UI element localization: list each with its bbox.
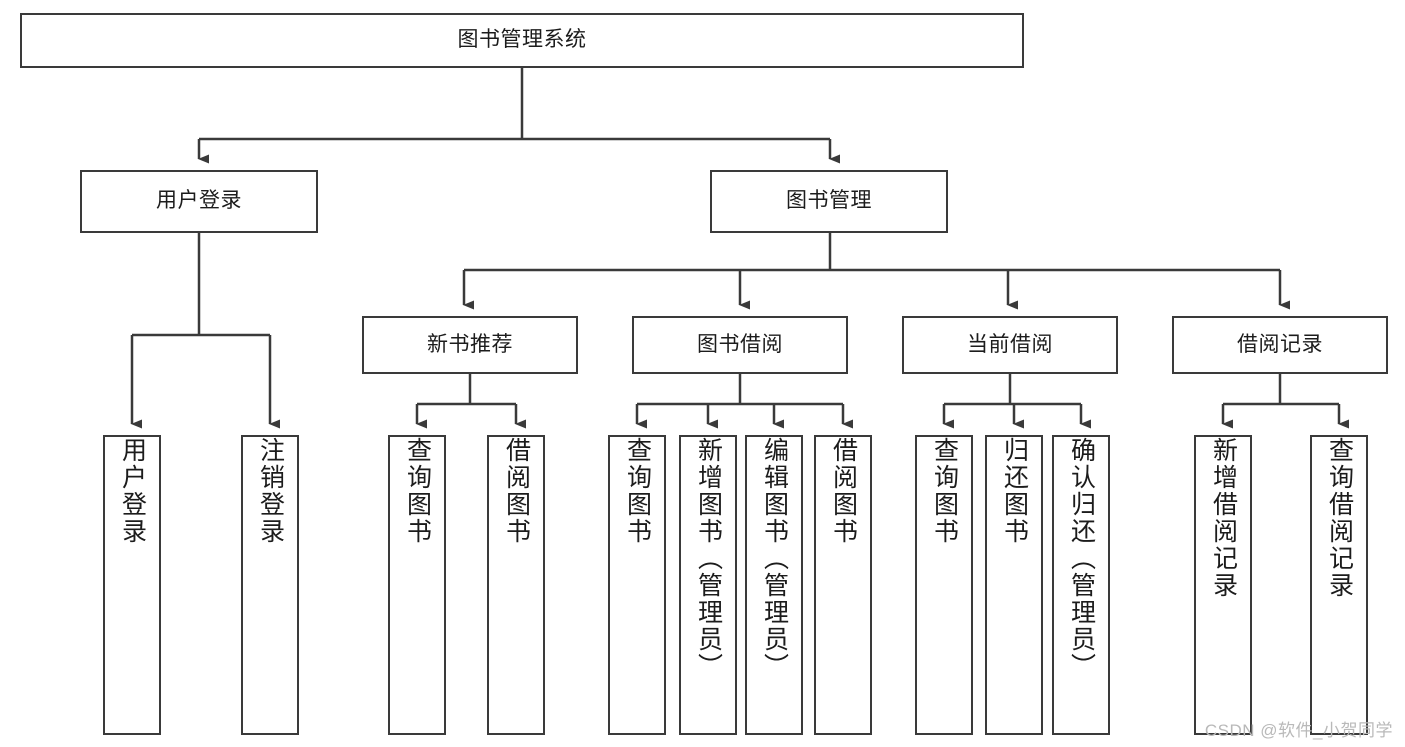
node-leaf-query-borrow-record-label: 查询借阅记录 xyxy=(1325,437,1354,599)
node-book-borrow-label: 图书借阅 xyxy=(697,332,783,356)
node-leaf-query-book-recommend[interactable]: 查询图书 xyxy=(388,435,446,735)
node-leaf-confirm-return[interactable]: 确认归还（管理员） xyxy=(1052,435,1110,735)
node-leaf-add-book[interactable]: 新增图书（管理员） xyxy=(679,435,737,735)
node-book-management-label: 图书管理 xyxy=(786,189,872,213)
node-current-borrow[interactable]: 当前借阅 xyxy=(902,316,1118,374)
node-leaf-logout-login-label: 注销登录 xyxy=(256,437,285,545)
node-leaf-return-book-label: 归还图书 xyxy=(1000,437,1029,545)
node-borrow-record-label: 借阅记录 xyxy=(1237,332,1323,356)
node-leaf-return-book[interactable]: 归还图书 xyxy=(985,435,1043,735)
edges-from-borrow-record xyxy=(1221,374,1349,429)
node-user-login[interactable]: 用户登录 xyxy=(80,170,318,233)
node-book-management[interactable]: 图书管理 xyxy=(710,170,948,233)
node-leaf-query-book-borrow-label: 查询图书 xyxy=(623,437,652,545)
node-root[interactable]: 图书管理系统 xyxy=(20,13,1024,68)
node-leaf-query-book-current[interactable]: 查询图书 xyxy=(915,435,973,735)
node-leaf-borrow-book-label: 借阅图书 xyxy=(829,437,858,545)
node-leaf-user-login-label: 用户登录 xyxy=(118,437,147,545)
node-leaf-query-book-current-label: 查询图书 xyxy=(930,437,959,545)
node-current-borrow-label: 当前借阅 xyxy=(967,332,1053,356)
node-leaf-query-book-borrow[interactable]: 查询图书 xyxy=(608,435,666,735)
edges-from-root xyxy=(197,68,840,164)
node-book-borrow[interactable]: 图书借阅 xyxy=(632,316,848,374)
csdn-watermark: CSDN @软件_小贺同学 xyxy=(1204,721,1393,740)
node-leaf-add-book-label: 新增图书（管理员） xyxy=(694,437,723,680)
node-leaf-borrow-book[interactable]: 借阅图书 xyxy=(814,435,872,735)
node-leaf-query-borrow-record[interactable]: 查询借阅记录 xyxy=(1310,435,1368,735)
node-leaf-edit-book-label: 编辑图书（管理员） xyxy=(760,437,789,680)
node-leaf-borrow-book-recommend-label: 借阅图书 xyxy=(502,437,531,545)
node-leaf-add-borrow-record-label: 新增借阅记录 xyxy=(1209,437,1238,599)
node-leaf-logout-login[interactable]: 注销登录 xyxy=(241,435,299,735)
edges-from-user-login xyxy=(130,233,280,429)
node-new-book-recommend[interactable]: 新书推荐 xyxy=(362,316,578,374)
node-borrow-record[interactable]: 借阅记录 xyxy=(1172,316,1388,374)
node-new-book-recommend-label: 新书推荐 xyxy=(427,332,513,356)
node-leaf-add-borrow-record[interactable]: 新增借阅记录 xyxy=(1194,435,1252,735)
node-leaf-borrow-book-recommend[interactable]: 借阅图书 xyxy=(487,435,545,735)
node-leaf-confirm-return-label: 确认归还（管理员） xyxy=(1067,437,1096,680)
edges-from-book-borrow xyxy=(635,374,853,429)
node-leaf-query-book-recommend-label: 查询图书 xyxy=(403,437,432,545)
node-root-label: 图书管理系统 xyxy=(457,28,587,52)
node-leaf-edit-book[interactable]: 编辑图书（管理员） xyxy=(745,435,803,735)
edges-from-new-book-recommend xyxy=(415,374,526,429)
node-user-login-label: 用户登录 xyxy=(156,189,242,213)
edges-from-book-management xyxy=(462,233,1290,310)
node-leaf-user-login[interactable]: 用户登录 xyxy=(103,435,161,735)
edges-from-current-borrow xyxy=(942,374,1091,429)
